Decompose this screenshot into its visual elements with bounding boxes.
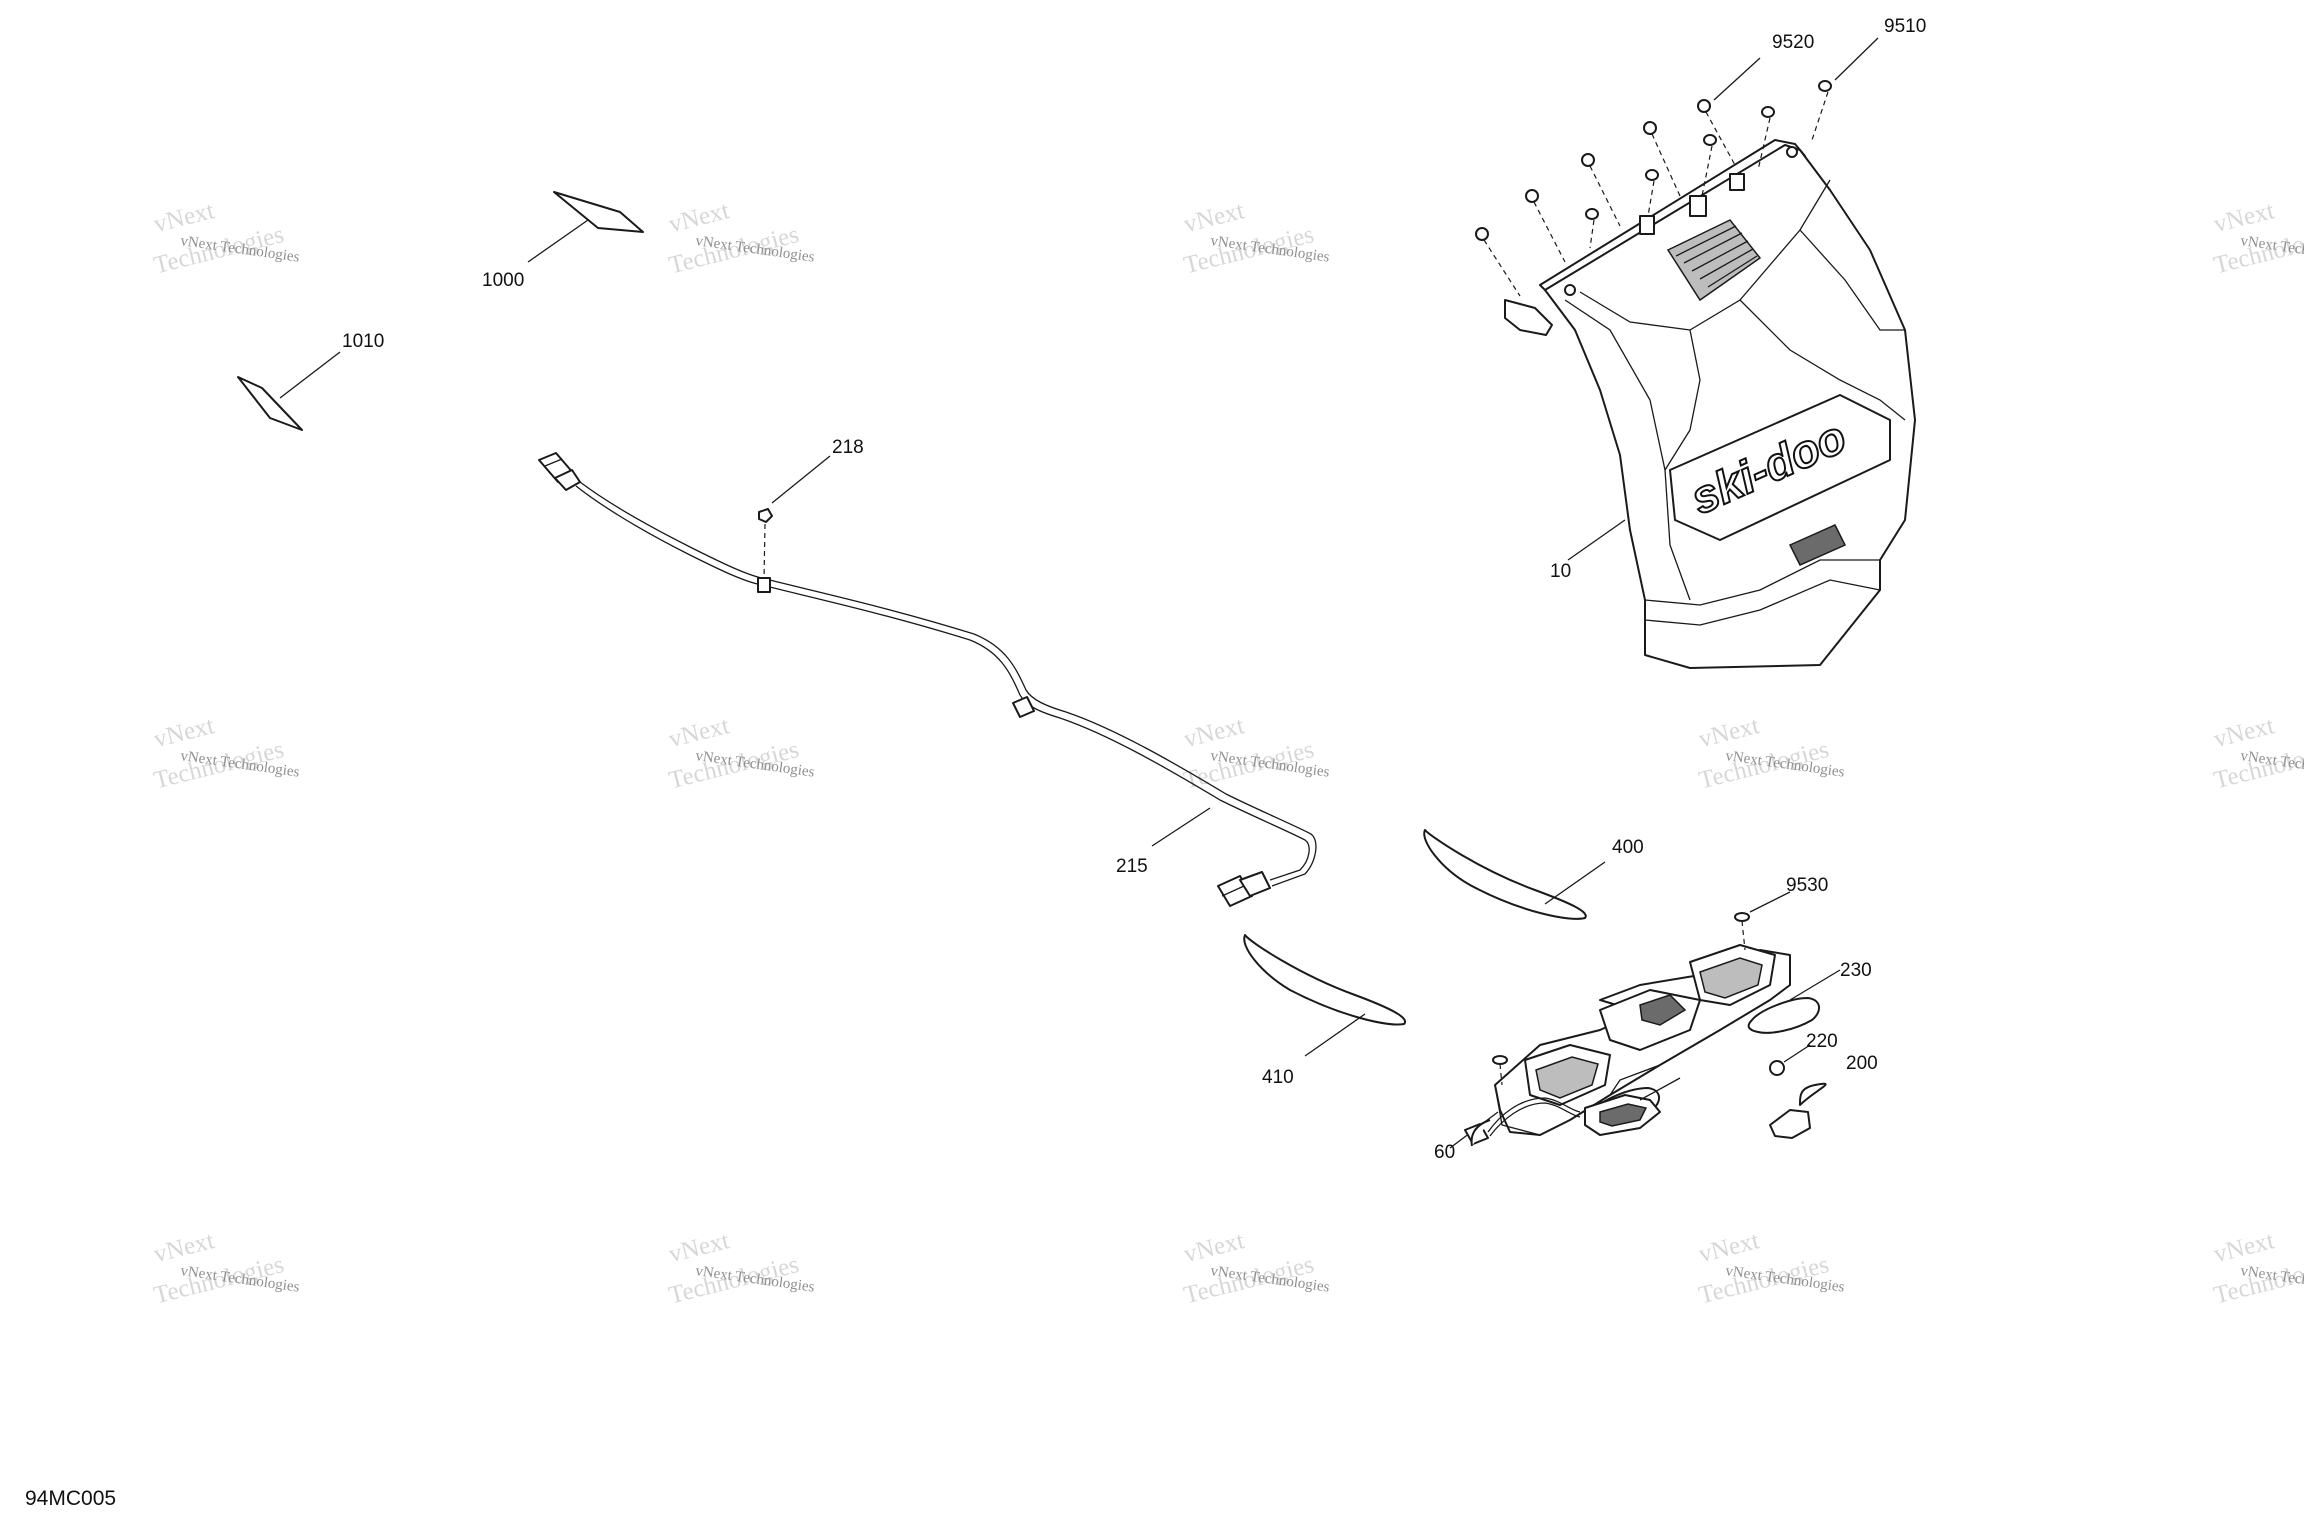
- fastener-9510: [1585, 80, 1832, 249]
- connector-boot: [1239, 871, 1271, 897]
- lens-230-a: [1747, 997, 1820, 1034]
- part-1000-decal: 1000: [482, 191, 644, 291]
- leader-10: [1567, 519, 1626, 561]
- callout-9510: 9510: [1884, 16, 1926, 37]
- harness-bottom-connector: [1217, 871, 1271, 907]
- part-215-harness: 215: [538, 452, 1317, 907]
- part-9530-screws: 9530: [1492, 875, 1828, 1086]
- harness-top-connector: [538, 452, 581, 491]
- clip-218-shape: [758, 508, 773, 523]
- leader-200: [1639, 1077, 1681, 1101]
- watermark: vNext Technologies vNext Technologies: [666, 712, 815, 794]
- callout-9530: 9530: [1786, 875, 1828, 896]
- callout-220: 220: [1806, 1031, 1838, 1052]
- harness-clip-a: [757, 577, 771, 593]
- watermark-text-vnext: vNext: [151, 197, 217, 238]
- leader-1000: [527, 219, 589, 263]
- callout-200: 200: [1846, 1053, 1878, 1074]
- watermark-text-vnext: vNext: [666, 712, 732, 753]
- callout-400: 400: [1612, 837, 1644, 858]
- part-10-snowflap: ski-doo 10: [1504, 139, 1916, 669]
- leader-230: [1789, 969, 1841, 1001]
- watermark-text-vnext: vNext: [2211, 197, 2277, 238]
- reflector-400-shape: [1423, 829, 1587, 920]
- dashline-218: [763, 523, 766, 581]
- leader-9520: [1713, 57, 1761, 101]
- callout-10: 10: [1550, 561, 1571, 582]
- fastener-9520: [1475, 99, 1736, 297]
- figure-id: 94MC005: [25, 1487, 116, 1510]
- flap-hole: [1564, 284, 1576, 296]
- watermark-text-vnext: vNext: [2211, 712, 2277, 753]
- leader-215: [1151, 807, 1211, 847]
- leader-400: [1544, 861, 1606, 905]
- watermark-text-vnext: vNext: [2211, 1227, 2277, 1268]
- screw-9530-a: [1734, 912, 1750, 922]
- watermark: vNext Technologies vNext Technologies: [2211, 1227, 2304, 1309]
- flap-lower-notch: [1788, 524, 1847, 566]
- watermark-text-vnext: vNext: [666, 1227, 732, 1268]
- watermark: vNext Technologies vNext Technologies: [151, 1227, 300, 1309]
- callout-1010: 1010: [342, 331, 384, 352]
- decal-1000-shape: [553, 191, 644, 233]
- callout-9520: 9520: [1772, 32, 1814, 53]
- watermark: vNext Technologies vNext Technologies: [151, 712, 300, 794]
- watermark: vNext Technologies vNext Technologies: [666, 197, 815, 279]
- part-60-light-housing: 60: [1434, 944, 1791, 1163]
- grommet-220: [1769, 1060, 1785, 1076]
- leader-220: [1783, 1044, 1811, 1063]
- watermark: vNext Technologies vNext Technologies: [666, 1227, 815, 1309]
- watermark-text-vnext: vNext: [1181, 1227, 1247, 1268]
- watermark-text-vnext: vNext: [151, 1227, 217, 1268]
- callout-1000: 1000: [482, 270, 524, 291]
- flap-vent: [1666, 219, 1762, 302]
- callout-215: 215: [1116, 856, 1148, 877]
- flap-bracket-b: [1689, 195, 1707, 217]
- flap-left-tab: [1504, 299, 1553, 336]
- watermark: vNext Technologies vNext Technologies: [1696, 712, 1845, 794]
- watermark: vNext Technologies vNext Technologies: [2211, 197, 2304, 279]
- watermark: vNext Technologies vNext Technologies: [1181, 712, 1330, 794]
- reflector-410-shape: [1243, 934, 1407, 1026]
- part-410-reflector: 410: [1243, 934, 1407, 1088]
- watermark-text-vnext: vNext: [151, 712, 217, 753]
- leader-9530: [1749, 891, 1791, 913]
- screw-9530-b: [1492, 1055, 1508, 1065]
- callout-218: 218: [832, 437, 864, 458]
- decal-1010-shape: [237, 376, 303, 431]
- watermark: vNext Technologies vNext Technologies: [1181, 197, 1330, 279]
- led-light-body: [1769, 1109, 1811, 1139]
- watermark: vNext Technologies vNext Technologies: [1696, 1227, 1845, 1309]
- flap-bracket-c: [1729, 173, 1745, 191]
- watermark: vNext Technologies vNext Technologies: [151, 197, 300, 279]
- watermark-text-vnext: vNext: [1696, 1227, 1762, 1268]
- flap-hole: [1786, 146, 1798, 158]
- part-220-grommet: 220: [1769, 1031, 1838, 1076]
- watermark-text-vnext: vNext: [1181, 197, 1247, 238]
- watermark-layer: vNext Technologies vNext Technologies vN…: [151, 197, 2304, 1309]
- part-200-led-light: 200: [1464, 1053, 1878, 1147]
- leader-410: [1304, 1013, 1366, 1057]
- flap-bracket-a: [1639, 215, 1655, 235]
- leader-1010: [279, 351, 341, 399]
- part-218-clip: 218: [758, 437, 864, 581]
- callout-410: 410: [1262, 1067, 1294, 1088]
- watermark: vNext Technologies vNext Technologies: [2211, 712, 2304, 794]
- callout-60: 60: [1434, 1142, 1455, 1163]
- leader-218: [771, 455, 831, 504]
- part-400-reflector: 400: [1423, 829, 1644, 920]
- watermark-text-vnext: vNext: [1696, 712, 1762, 753]
- watermark-text-vnext: vNext: [1181, 712, 1247, 753]
- leader-9510: [1834, 37, 1879, 81]
- fasteners-9510-9520: 9520 9510: [1475, 16, 1926, 297]
- watermark-text-vnext: vNext: [666, 197, 732, 238]
- callout-230: 230: [1840, 960, 1872, 981]
- harness-clip-b: [1012, 696, 1035, 718]
- part-1010-decal: 1010: [237, 331, 384, 431]
- watermark: vNext Technologies vNext Technologies: [1181, 1227, 1330, 1309]
